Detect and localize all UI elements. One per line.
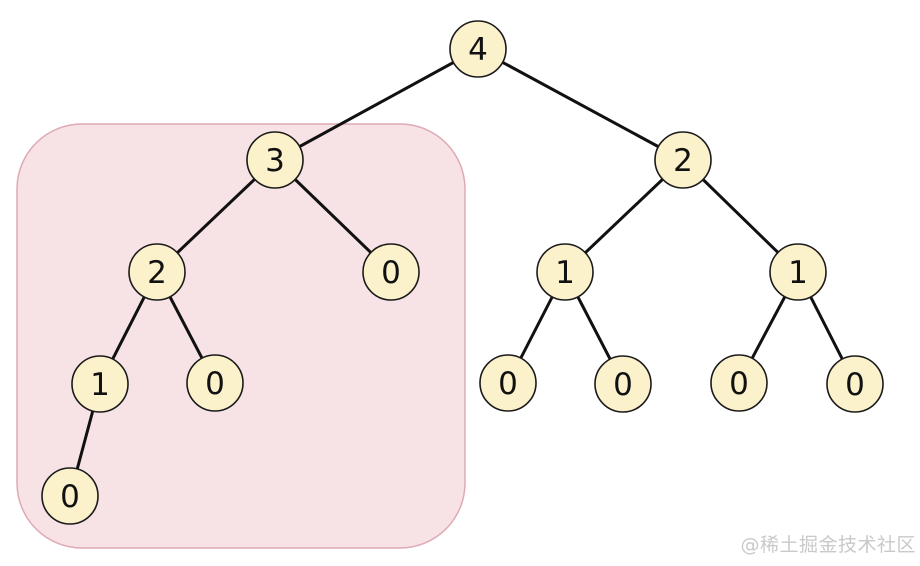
tree-edge-root--right-2 [476,47,685,162]
highlight-region [16,123,466,549]
tree-node-circle [710,354,768,412]
tree-node-left-0-of-1: 0 [41,467,99,525]
tree-node-left-1: 1 [71,355,129,413]
tree-node-value: 2 [147,255,167,291]
tree-node-value: 1 [788,255,808,291]
tree-node-value: 0 [729,366,749,402]
tree-node-right-0-d: 0 [826,355,884,413]
tree-node-right-1-left: 1 [536,243,594,301]
tree-node-left-0-of-2: 0 [186,354,244,412]
tree-node-circle [826,355,884,413]
tree-node-value: 0 [613,367,633,403]
tree-node-right-0-c: 0 [710,354,768,412]
watermark: @稀土掘金技术社区 [740,534,916,556]
tree-node-circle [449,20,507,78]
tree-node-circle [594,355,652,413]
tree-node-root: 4 [449,20,507,78]
tree-node-circle [479,354,537,412]
tree-node-right-2: 2 [654,131,712,189]
tree-node-value: 3 [265,143,285,179]
tree-node-left-3: 3 [246,131,304,189]
tree-node-value: 0 [205,366,225,402]
tree-node-value: 0 [381,255,401,291]
tree-node-circle [654,131,712,189]
tree-node-right-1-right: 1 [769,243,827,301]
tree-node-right-0-b: 0 [594,355,652,413]
tree-node-left-0-of-3: 0 [362,243,420,301]
tree-node-circle [71,355,129,413]
tree-node-value: 1 [555,255,575,291]
tree-node-value: 4 [468,32,488,68]
tree-node-value: 0 [498,366,518,402]
tree-node-circle [41,467,99,525]
tree-node-value: 1 [90,367,110,403]
tree-edge-root--left-3 [273,47,480,162]
tree-node-circle [362,243,420,301]
tree-node-left-2: 2 [128,243,186,301]
tree-node-circle [186,354,244,412]
tree-node-circle [536,243,594,301]
tree-node-circle [769,243,827,301]
tree-node-circle [128,243,186,301]
tree-node-circle [246,131,304,189]
tree-node-value: 0 [60,479,80,515]
tree-node-value: 2 [673,143,693,179]
tree-node-right-0-a: 0 [479,354,537,412]
tree-node-value: 0 [845,367,865,403]
